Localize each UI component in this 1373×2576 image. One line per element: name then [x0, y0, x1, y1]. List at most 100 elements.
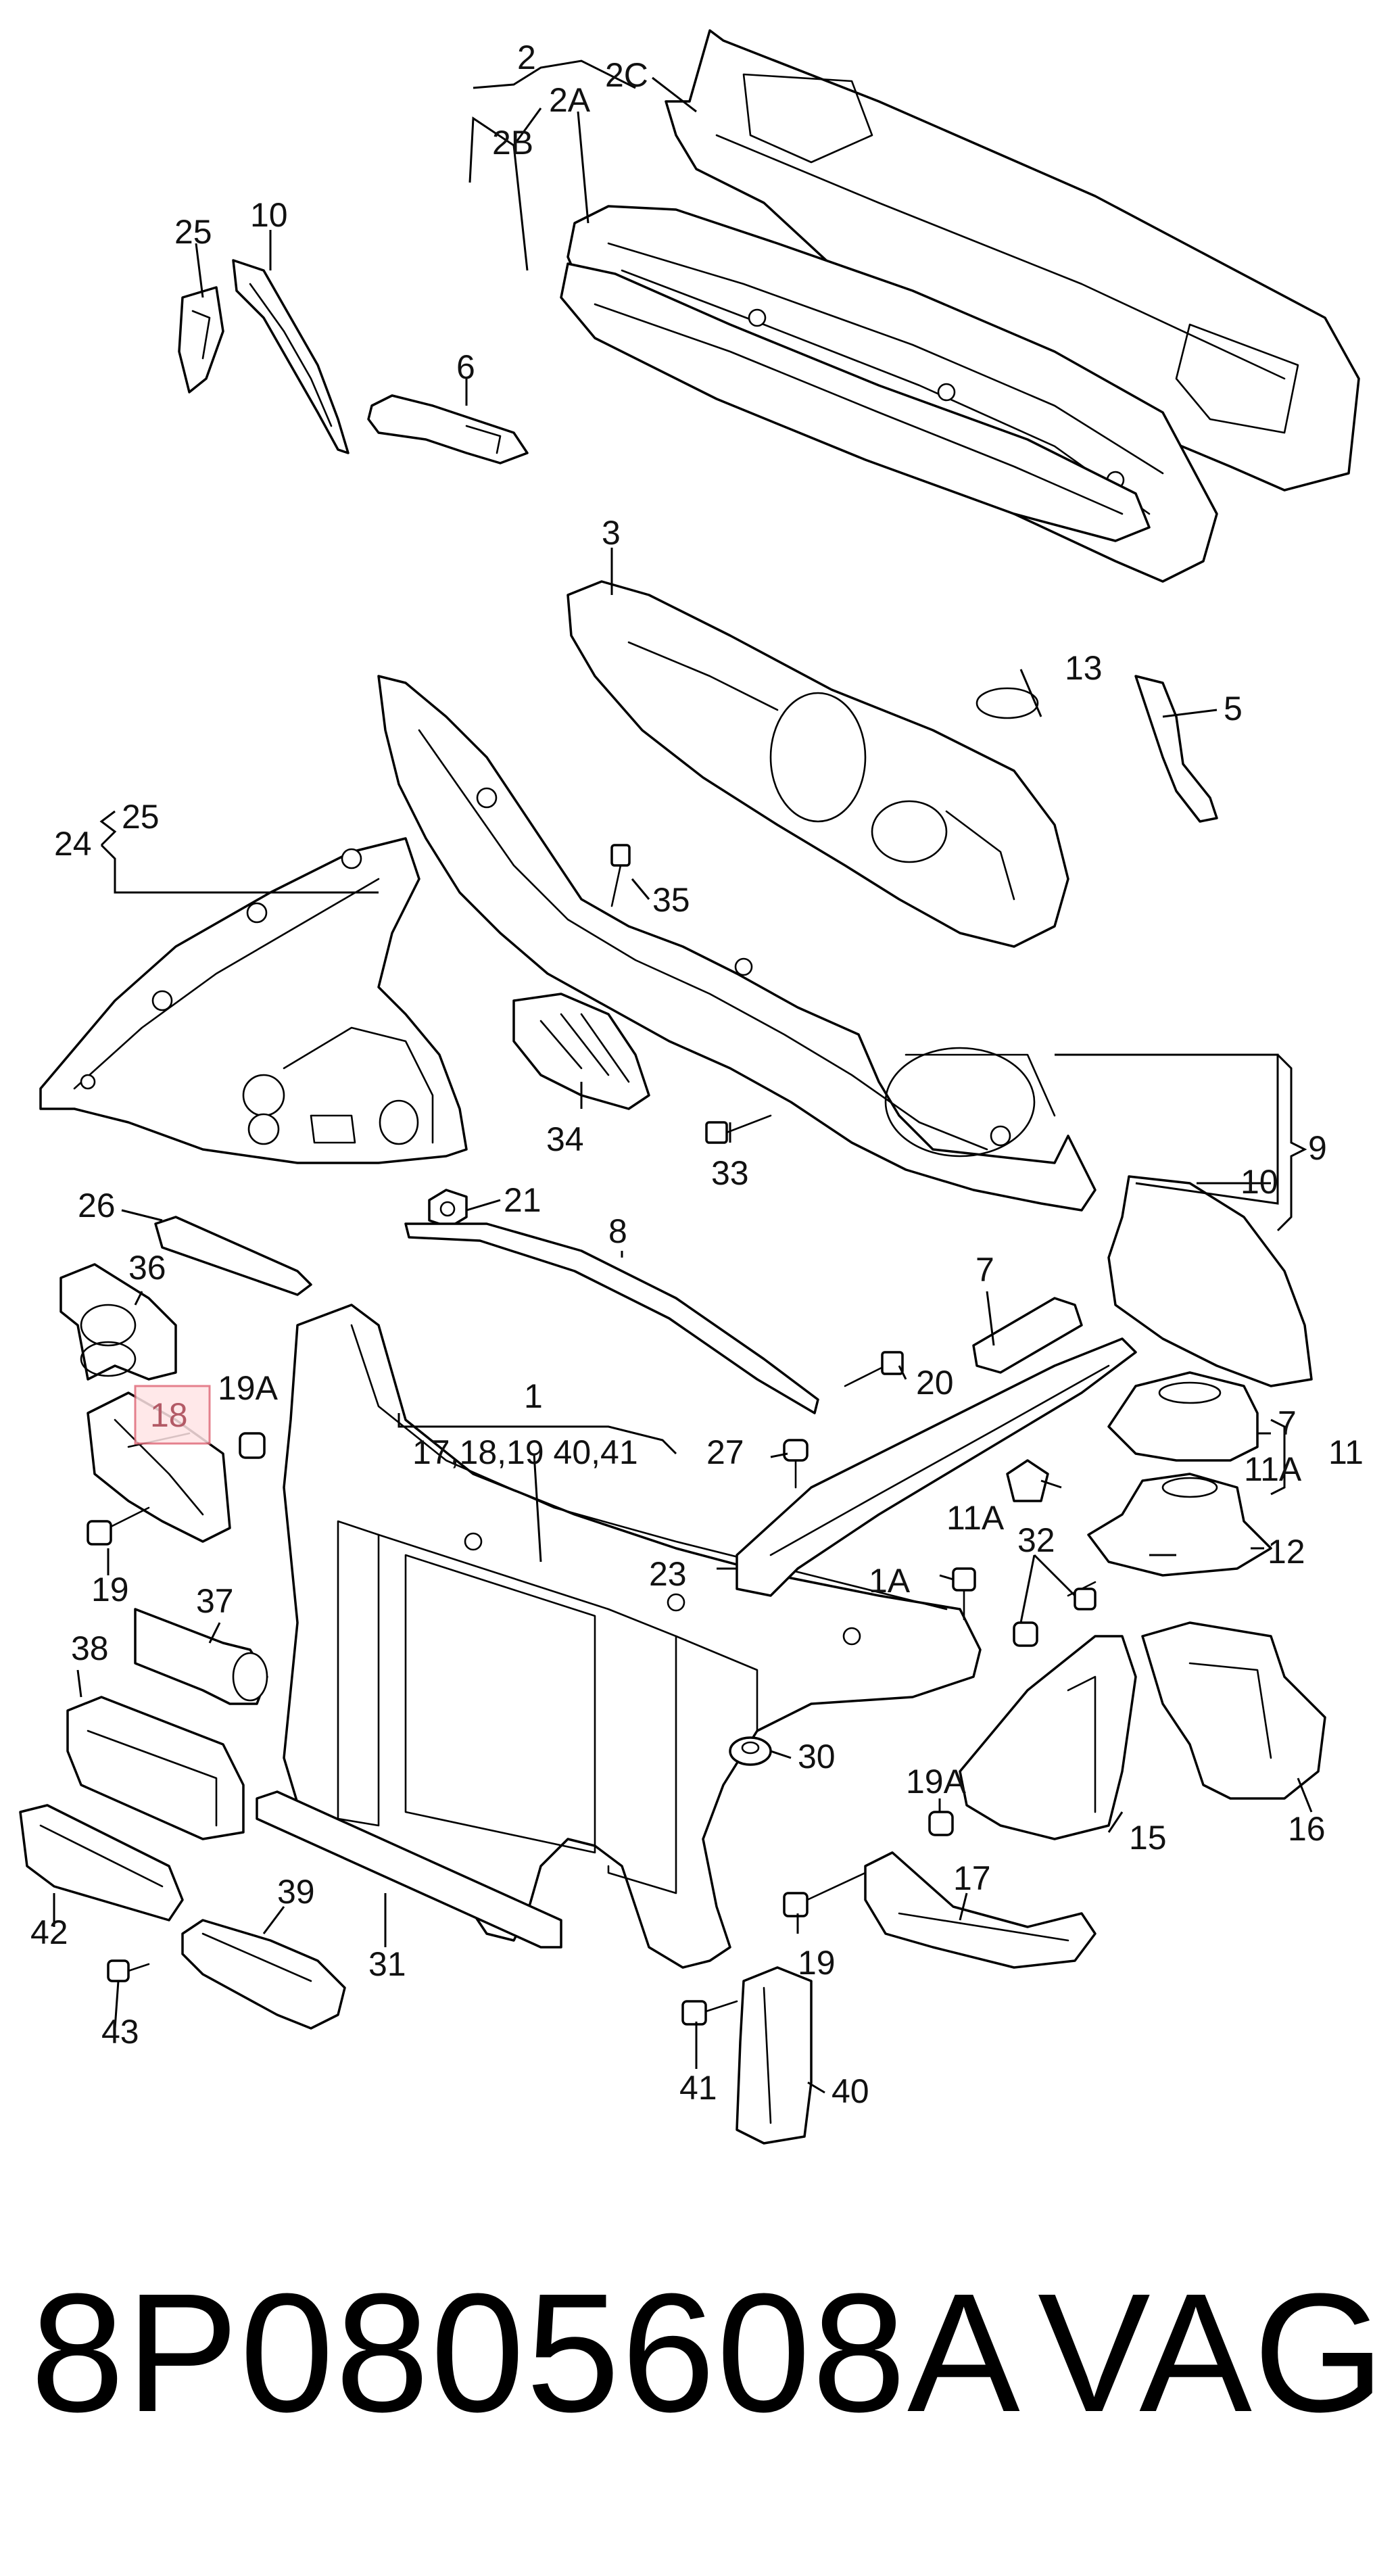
screw-27 — [783, 1439, 809, 1489]
grommet-30 — [729, 1736, 772, 1766]
callout-9: 9 — [1308, 1129, 1327, 1167]
gusset-10-upper — [232, 259, 350, 454]
callout-42: 42 — [30, 1913, 68, 1951]
support-bracket-6 — [367, 394, 529, 464]
callout-11: 11 — [1328, 1433, 1364, 1471]
bracket-25-upper — [178, 286, 224, 393]
nut-21 — [428, 1189, 468, 1229]
callout-7-top: 7 — [975, 1251, 994, 1289]
callout-5: 5 — [1224, 690, 1243, 728]
callout-24: 24 — [54, 825, 92, 863]
side-support-16 — [1141, 1621, 1326, 1800]
callout-19a-right: 19A — [906, 1763, 967, 1800]
bulkhead-3 — [567, 580, 1069, 948]
callout-35: 35 — [652, 881, 690, 919]
air-duct-42 — [19, 1804, 184, 1922]
callout-34: 34 — [546, 1120, 584, 1158]
callout-2: 2 — [517, 39, 536, 76]
clip-19a-left — [239, 1432, 266, 1459]
callout-1: 1 — [524, 1377, 543, 1415]
part-18-highlight: 18 — [134, 1385, 211, 1445]
bolt-33 — [705, 1114, 772, 1144]
bolt-19-right — [783, 1871, 867, 1917]
callout-1a: 1A — [869, 1562, 911, 1600]
callout-32: 32 — [1017, 1521, 1055, 1559]
callout-10-upper: 10 — [250, 196, 288, 234]
callout-39: 39 — [277, 1873, 315, 1911]
callout-19a-left: 19A — [218, 1369, 279, 1407]
footer: 8P0805608A VAG — [0, 2251, 1373, 2495]
callout-25-lower: 25 — [122, 798, 160, 836]
callout-12: 12 — [1268, 1533, 1305, 1571]
callout-labels: 2 2A 2B 2C 25 10 6 3 13 5 24 25 35 34 33… — [30, 39, 1364, 2110]
strut-tower-12 — [1087, 1473, 1272, 1577]
strip-26 — [154, 1216, 312, 1296]
bracket-17 — [864, 1851, 1097, 1969]
callout-group-1: 17,18,19 40,41 — [412, 1433, 638, 1471]
strut-tower-11 — [1107, 1371, 1259, 1462]
callout-15: 15 — [1129, 1819, 1167, 1857]
callout-19-left: 19 — [91, 1571, 129, 1608]
bolt-41 — [681, 2000, 738, 2026]
bracket-7-top — [972, 1297, 1083, 1374]
lock-carrier-1 — [283, 1304, 982, 1969]
air-duct-36 — [59, 1263, 177, 1381]
bolt-20 — [844, 1351, 904, 1387]
callout-3: 3 — [602, 514, 621, 552]
water-deflector-2b — [560, 262, 1151, 542]
callout-40: 40 — [832, 2072, 869, 2110]
callout-2b: 2B — [492, 124, 533, 162]
support-rod-8 — [404, 1222, 819, 1414]
bolt-19-left — [87, 1506, 150, 1546]
callout-37: 37 — [196, 1582, 234, 1620]
callout-2a: 2A — [549, 81, 591, 119]
bolt-32 — [1013, 1581, 1097, 1647]
bracket-34 — [512, 993, 650, 1110]
part-number: 8P0805608A — [30, 2258, 1021, 2447]
callout-21: 21 — [504, 1181, 541, 1219]
bolt-35 — [610, 844, 631, 907]
clip-19a-right — [928, 1811, 954, 1836]
bracket-40 — [736, 1966, 813, 2145]
lower-bar-31 — [256, 1790, 562, 1949]
callout-27: 27 — [706, 1433, 744, 1471]
callout-23: 23 — [649, 1555, 687, 1593]
callout-16: 16 — [1288, 1810, 1326, 1848]
callout-25-upper: 25 — [174, 213, 212, 251]
callout-11a-right: 11A — [1244, 1450, 1302, 1488]
callout-31: 31 — [368, 1945, 406, 1983]
callout-19-right: 19 — [798, 1944, 836, 1982]
callout-7-right: 7 — [1278, 1404, 1297, 1442]
highlight-label: 18 — [150, 1396, 188, 1434]
brand-label: VAG — [1038, 2258, 1373, 2447]
callout-36: 36 — [128, 1249, 166, 1287]
cover-panel-10 — [1107, 1175, 1313, 1387]
wheel-housing-24 — [39, 837, 468, 1164]
bolt-43 — [107, 1959, 150, 1982]
air-duct-37 — [134, 1608, 268, 1705]
callout-41: 41 — [679, 2069, 717, 2107]
callout-43: 43 — [101, 2013, 139, 2051]
clip-11a — [1006, 1459, 1049, 1502]
firewall-panel-9 — [377, 675, 1097, 1212]
callout-17: 17 — [953, 1859, 991, 1897]
leader-lines — [53, 59, 1313, 2094]
callout-13: 13 — [1065, 649, 1103, 687]
plenum-panel-2c — [665, 29, 1360, 492]
trim-39 — [181, 1919, 346, 2030]
callout-10-lower: 10 — [1240, 1163, 1278, 1201]
side-support-15 — [959, 1635, 1137, 1840]
callout-33: 33 — [711, 1154, 749, 1192]
callout-30: 30 — [798, 1738, 836, 1775]
callout-6: 6 — [456, 348, 475, 386]
side-member-23 — [736, 1337, 1137, 1597]
bolt-1a — [952, 1567, 976, 1621]
callout-26: 26 — [78, 1187, 116, 1224]
callout-2c: 2C — [605, 56, 648, 94]
air-duct-38 — [66, 1696, 245, 1840]
callout-11a-center: 11A — [946, 1499, 1005, 1537]
callout-38: 38 — [71, 1629, 109, 1667]
callout-8: 8 — [608, 1212, 627, 1250]
callout-20: 20 — [916, 1364, 954, 1402]
